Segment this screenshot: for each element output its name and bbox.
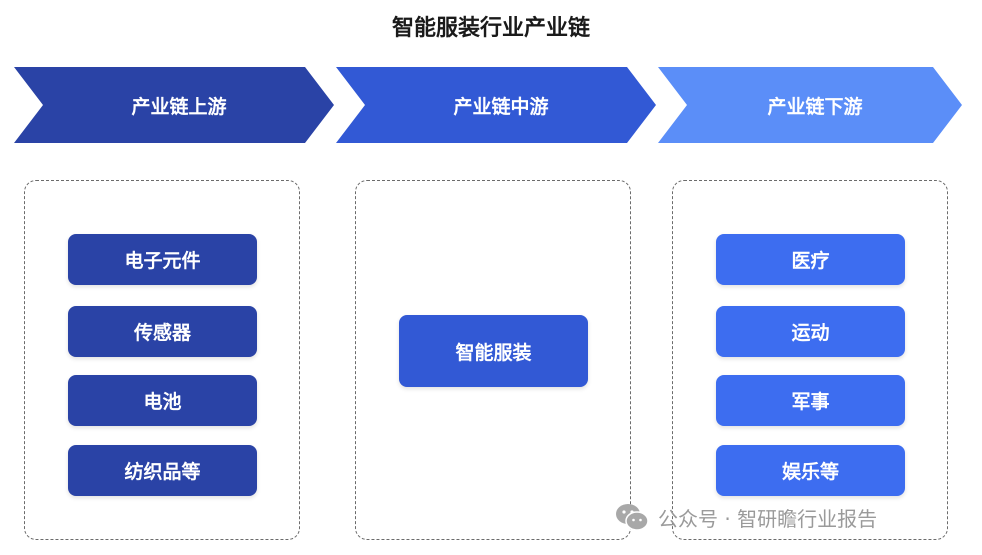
stage-label-downstream: 产业链下游: [767, 95, 863, 118]
downstream-item: 军事: [716, 375, 905, 426]
midstream-item: 智能服装: [399, 315, 588, 387]
downstream-panel: 医疗 运动 军事 娱乐等: [672, 180, 948, 540]
downstream-item: 运动: [716, 306, 905, 357]
wechat-icon: [616, 504, 649, 531]
upstream-panel: 电子元件 传感器 电池 纺织品等: [24, 180, 300, 540]
upstream-item: 电池: [68, 375, 257, 426]
stage-arrow-midstream: 产业链中游: [336, 67, 656, 143]
stage-label-upstream: 产业链上游: [131, 95, 227, 118]
stage-arrow-upstream: 产业链上游: [14, 67, 334, 143]
upstream-item: 传感器: [68, 306, 257, 357]
downstream-item: 医疗: [716, 234, 905, 285]
diagram-title: 智能服装行业产业链: [391, 16, 590, 41]
upstream-item: 电子元件: [68, 234, 257, 285]
stage-arrow-downstream: 产业链下游: [658, 67, 962, 143]
midstream-panel: 智能服装: [355, 180, 631, 540]
downstream-item: 娱乐等: [716, 445, 905, 496]
watermark: 公众号 · 智研瞻行业报告: [614, 500, 877, 534]
watermark-text: 公众号 · 智研瞻行业报告: [658, 506, 878, 531]
upstream-item: 纺织品等: [68, 445, 257, 496]
stage-label-midstream: 产业链中游: [453, 95, 549, 118]
